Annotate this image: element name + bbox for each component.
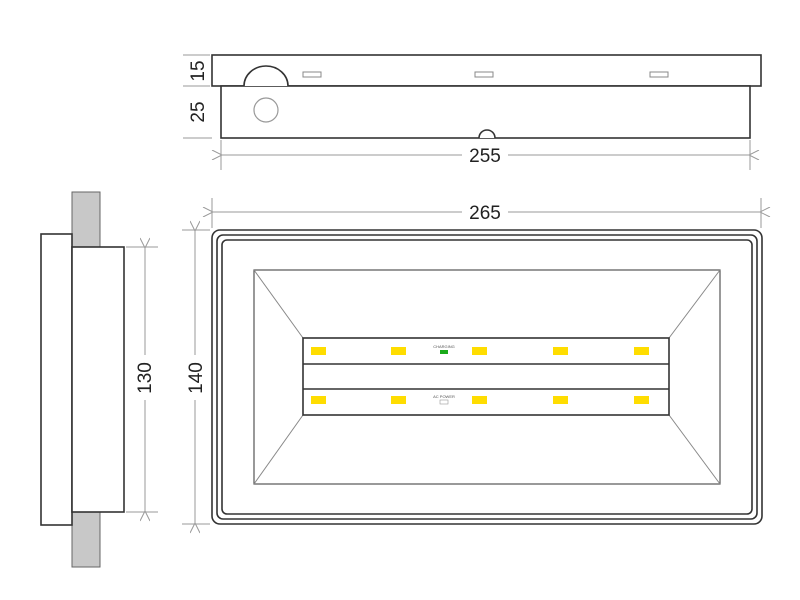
led xyxy=(311,347,326,355)
dim-130: 130 xyxy=(135,362,156,394)
slot xyxy=(302,71,322,78)
mount-hole-icon xyxy=(253,97,279,123)
dim-140: 140 xyxy=(186,362,207,394)
led xyxy=(391,396,406,404)
dim-25: 25 xyxy=(188,101,209,122)
charging-label: CHARGING xyxy=(433,344,455,349)
led xyxy=(634,396,649,404)
cable-notch xyxy=(478,129,496,139)
led xyxy=(391,347,406,355)
slot xyxy=(474,71,494,78)
ac-power-indicator xyxy=(439,399,449,405)
charging-indicator xyxy=(440,350,448,354)
led xyxy=(553,396,568,404)
top-view: 15 25 255 xyxy=(183,54,762,170)
top-arc xyxy=(243,65,289,87)
side-diffuser xyxy=(71,246,125,513)
led-row-bottom xyxy=(311,396,649,404)
dim-15: 15 xyxy=(188,60,209,81)
top-plate xyxy=(211,54,762,87)
led xyxy=(472,396,487,404)
ac-power-label: AC POWER xyxy=(433,394,455,399)
led xyxy=(553,347,568,355)
side-view: 130 xyxy=(40,191,158,568)
slot xyxy=(649,71,669,78)
led xyxy=(472,347,487,355)
front-view: CHARGING AC POWER 265 140 xyxy=(182,198,762,524)
side-body xyxy=(40,233,73,526)
led xyxy=(634,347,649,355)
led xyxy=(311,396,326,404)
led-row-top xyxy=(311,347,649,355)
dim-265: 265 xyxy=(469,203,501,224)
dim-255: 255 xyxy=(469,146,501,167)
